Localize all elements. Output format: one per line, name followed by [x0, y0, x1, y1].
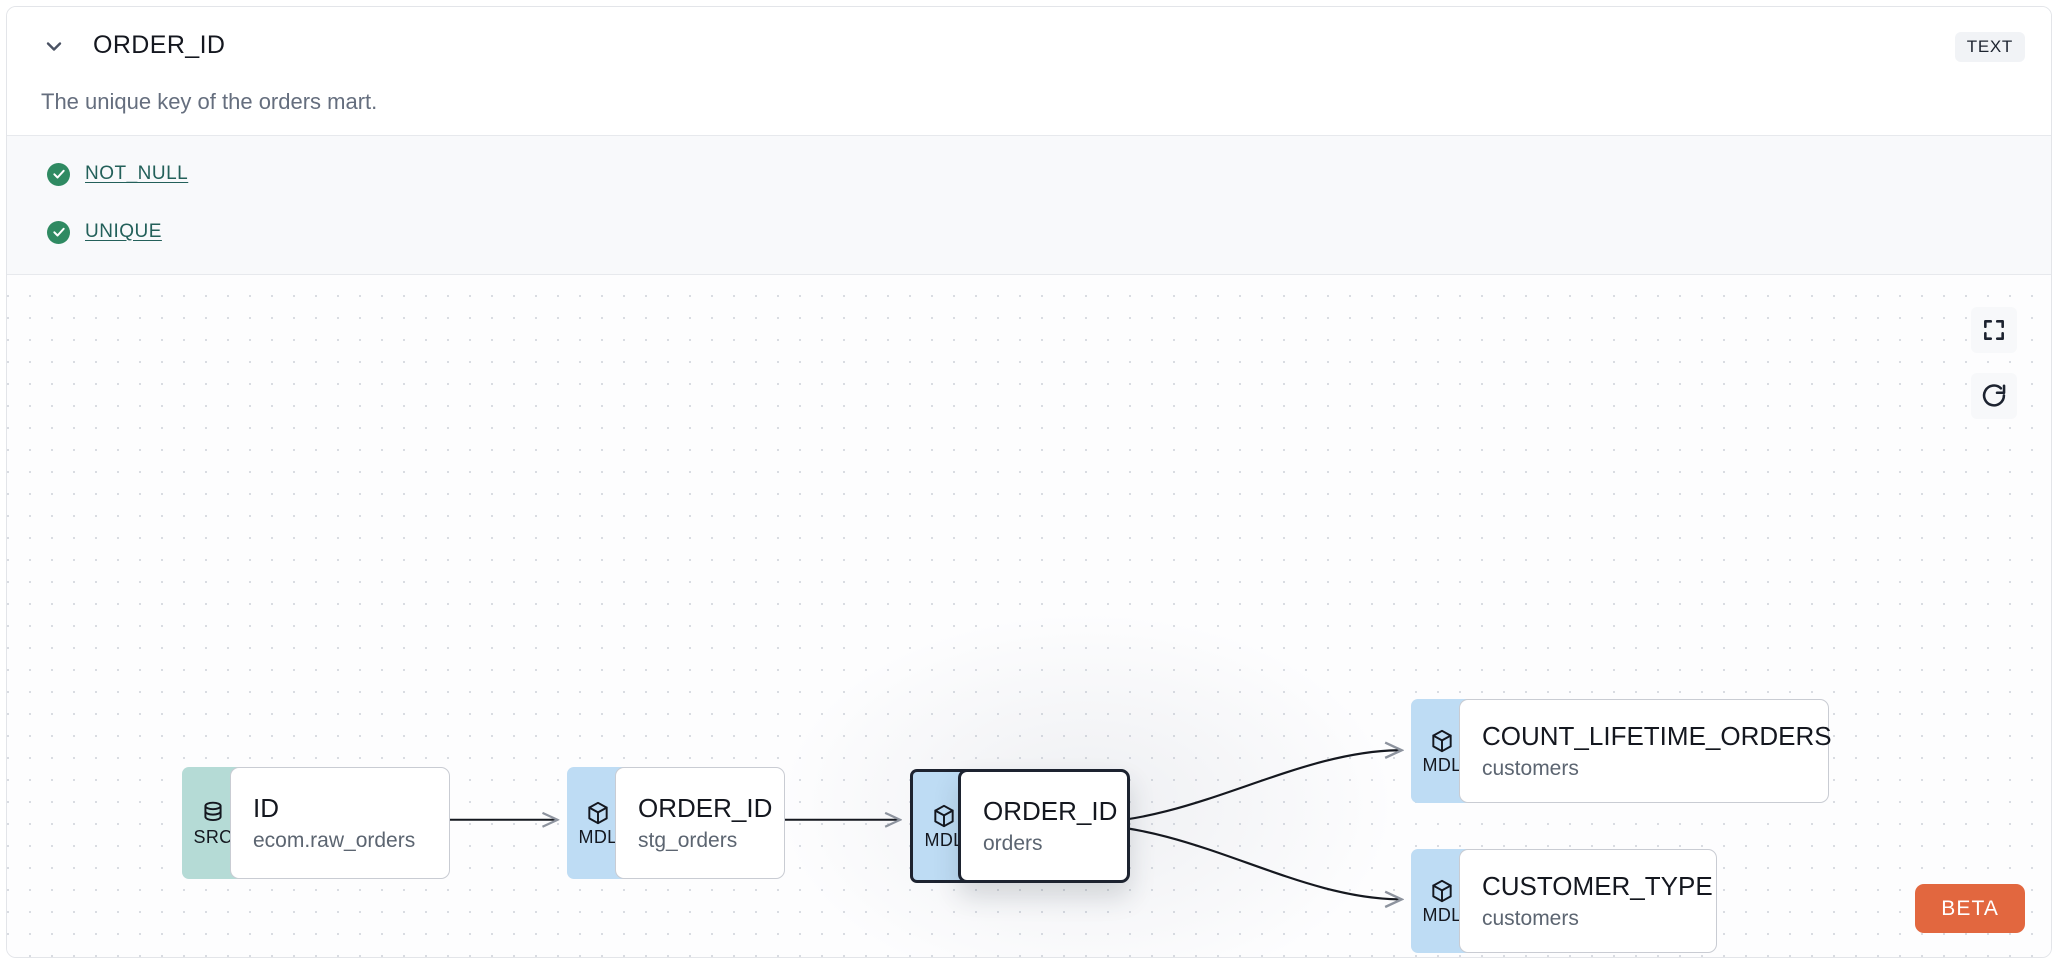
- test-row: NOT_NULL: [47, 158, 2051, 190]
- edge-orders-to-customer-type: [1082, 823, 1402, 900]
- lineage-node-customer-type[interactable]: MDL CUSTOMER_TYPE customers: [1411, 849, 1717, 953]
- lineage-node-src-id[interactable]: SRC ID ecom.raw_orders: [182, 767, 450, 879]
- node-body[interactable]: ORDER_ID orders: [958, 769, 1130, 883]
- node-badge-label: MDL: [1422, 754, 1462, 775]
- node-body[interactable]: ORDER_ID stg_orders: [615, 767, 785, 879]
- edge-orders-to-count: [1082, 750, 1402, 824]
- node-column-name: ID: [253, 793, 279, 824]
- cube-icon: [1432, 729, 1452, 752]
- canvas-toolbar: [1971, 307, 2017, 419]
- tests-section: NOT_NULL UNIQUE: [7, 135, 2051, 275]
- test-link-unique[interactable]: UNIQUE: [85, 221, 162, 242]
- node-body[interactable]: COUNT_LIFETIME_ORDERS customers: [1459, 699, 1832, 803]
- node-column-name: CUSTOMER_TYPE: [1482, 871, 1713, 902]
- lineage-node-orders-selected[interactable]: MDL ORDER_ID orders: [910, 769, 1130, 883]
- node-badge-label: MDL: [1422, 904, 1462, 925]
- node-column-name: ORDER_ID: [638, 793, 773, 824]
- check-circle-icon: [47, 220, 70, 244]
- node-body[interactable]: CUSTOMER_TYPE customers: [1459, 849, 1717, 953]
- check-circle-icon: [47, 162, 70, 186]
- lineage-canvas[interactable]: SRC ID ecom.raw_orders MDL: [7, 275, 2051, 957]
- lineage-node-stg-orders[interactable]: MDL ORDER_ID stg_orders: [567, 767, 785, 879]
- chevron-down-icon[interactable]: [41, 33, 67, 59]
- node-model-name: ecom.raw_orders: [253, 828, 416, 852]
- node-column-name: ORDER_ID: [983, 796, 1118, 827]
- node-badge-label: MDL: [924, 829, 964, 850]
- column-title-row: ORDER_ID: [41, 31, 225, 60]
- node-badge-label: MDL: [578, 826, 618, 847]
- node-badge-label: SRC: [193, 826, 233, 847]
- column-header: ORDER_ID TEXT The unique key of the orde…: [7, 7, 2051, 135]
- node-model-name: customers: [1482, 906, 1579, 930]
- detail-card: ORDER_ID TEXT The unique key of the orde…: [6, 6, 2052, 958]
- test-row: UNIQUE: [47, 216, 2051, 248]
- column-description: The unique key of the orders mart.: [41, 89, 378, 114]
- node-model-name: stg_orders: [638, 828, 738, 852]
- test-link-not-null[interactable]: NOT_NULL: [85, 163, 189, 184]
- beta-badge[interactable]: BETA: [1915, 884, 2025, 933]
- cube-icon: [588, 801, 608, 824]
- cube-icon: [1432, 879, 1452, 902]
- node-model-name: orders: [983, 831, 1043, 855]
- database-icon: [204, 801, 222, 821]
- node-column-name: COUNT_LIFETIME_ORDERS: [1482, 721, 1832, 752]
- lineage-node-count-lifetime-orders[interactable]: MDL COUNT_LIFETIME_ORDERS customers: [1411, 699, 1832, 803]
- column-type-badge: TEXT: [1954, 32, 2025, 62]
- node-body[interactable]: ID ecom.raw_orders: [230, 767, 450, 879]
- refresh-icon[interactable]: [1971, 373, 2017, 419]
- node-model-name: customers: [1482, 756, 1579, 780]
- fit-screen-icon[interactable]: [1971, 307, 2017, 353]
- cube-icon: [934, 804, 954, 827]
- page-title: ORDER_ID: [93, 31, 226, 59]
